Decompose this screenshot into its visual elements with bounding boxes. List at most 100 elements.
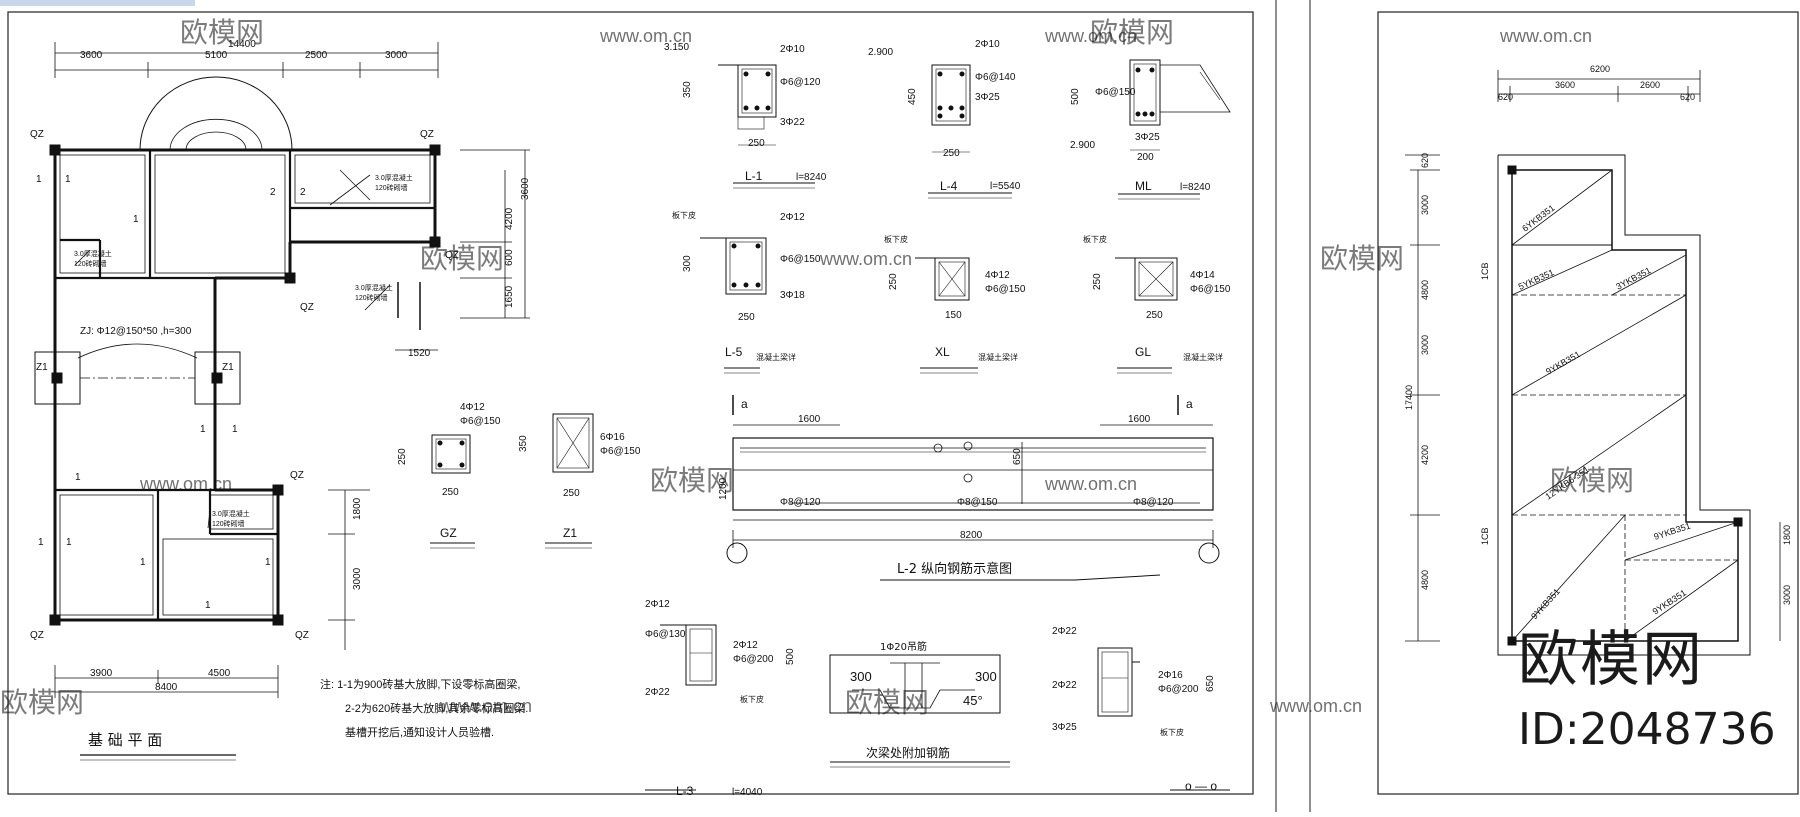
stirrup: Φ8@150 [957,497,998,508]
dim-seg: 3000 [1420,195,1430,215]
beam-name: o — o [1185,779,1217,793]
dim-tag: 3000 [1782,585,1792,605]
dim-label: 300 [682,255,693,272]
beam-name: L-5 [725,345,743,359]
detail-left: 300 [850,669,872,684]
mark: 1 [133,214,139,225]
mark: 1 [205,600,211,611]
elev-label: 2.900 [868,47,893,58]
dim-label: 250 [397,448,408,465]
dim-label: 1200 [718,477,729,500]
bar-label: 6Φ16 [600,432,625,443]
bar-label: 2Φ10 [975,39,1000,50]
z1-label: Z1 [36,362,48,373]
svg-text:3.0厚混凝土: 3.0厚混凝土 [375,173,413,182]
foundation-plan [34,42,530,698]
dim-label: 200 [1137,152,1154,163]
dim-label: 8200 [960,530,983,541]
mark: 1 [65,174,71,185]
dim-seg: 4200 [1420,445,1430,465]
qz-label: QZ [290,470,304,481]
bar-label: Φ6@150 [1095,87,1136,98]
dim-label: 1600 [1128,414,1151,425]
bar-label: Φ6@150 [1190,284,1231,295]
bar-label: 3Φ25 [975,92,1000,103]
elev-label: 3.150 [664,42,689,53]
dim-seg: 4500 [208,668,231,679]
elev-label: 2.900 [1070,140,1095,151]
dim-seg: 4800 [1420,570,1430,590]
beam-name: GZ [440,526,457,540]
note: 板下皮 [1160,727,1184,737]
bar-label: Φ6@120 [780,77,821,88]
svg-text:欧模网: 欧模网 [1320,243,1404,274]
mark: 1 [232,424,238,435]
dim-label: 350 [682,81,693,98]
bar-label: 4Φ12 [985,270,1010,281]
beam-name: L-3 [676,784,694,798]
svg-text:120砖砌墙: 120砖砌墙 [375,183,408,192]
bar-label: Φ6@150 [780,254,821,265]
beam-span: l=5540 [990,181,1021,192]
dim-right: 1800 [352,497,363,520]
dim-tag: 1520 [408,348,431,359]
watermark-site: www.om.cn [1044,474,1137,494]
zj-note: ZJ: Φ12@150*50 ,h=300 [80,326,192,337]
beam-name: L-1 [745,169,763,183]
watermark-site: www.om.cn [1269,696,1362,716]
svg-text:3.0厚混凝土: 3.0厚混凝土 [74,249,112,258]
note: 混凝土梁详 [1183,352,1223,362]
beam-span: l=4040 [732,787,763,798]
plan-title: 基 础 平 面 [88,731,162,749]
dim-seg: 3000 [1420,335,1430,355]
qz-label: QZ [295,630,309,641]
dim-right: 4200 [504,207,515,230]
plan-small-notes: 3.0厚混凝土 120砖砌墙 3.0厚混凝土 120砖砌墙 3.0厚混凝土 1 2… [74,173,413,528]
mark: 2 [300,187,306,198]
detail-bars: 1Φ20吊筋 [880,640,927,653]
dim-tag: 620 [1420,153,1430,168]
svg-text:欧模网: 欧模网 [0,687,84,718]
dim-seg: 2500 [305,50,328,61]
bar-label: 2Φ12 [733,640,758,651]
watermark-brand: 欧模网 [1518,625,1704,695]
mark: 1 [66,537,72,548]
mark: 1 [75,472,81,483]
note-line: 2-2为620砖基大放脚,其余零标高圈梁. [345,701,528,715]
plan-title-block: 基 础 平 面 [80,731,236,761]
dim-total: 17400 [1404,385,1414,410]
bar-label: 4Φ12 [460,402,485,413]
watermark-brand-faint: 欧模网 欧模网 欧模网 欧模网 欧模网 欧模网 欧模网 欧模网 [0,17,1634,718]
svg-text:欧模网: 欧模网 [650,465,734,496]
dim-label: 250 [888,273,899,290]
bar-label: 2Φ12 [780,212,805,223]
bar-label: 2Φ12 [645,599,670,610]
stirrup: Φ8@120 [780,497,821,508]
bar-label: 2Φ22 [645,687,670,698]
svg-text:欧模网: 欧模网 [845,687,929,718]
bar-label: 3Φ22 [780,117,805,128]
note: 混凝土梁详 [756,352,796,362]
watermark-site: www.om.cn [439,696,532,716]
l2-title: L-2 纵向钢筋示意图 [897,561,1012,577]
sheet-frame-left [7,11,1254,795]
dim-edge: 620 [1680,92,1695,102]
watermark-site: www.om.cn [1044,26,1137,46]
note: 板下皮 [672,210,696,220]
bar-label: Φ6@140 [975,72,1016,83]
beam-name: Z1 [563,526,577,540]
beam-sections [430,59,1231,791]
svg-text:120砖砌墙: 120砖砌墙 [212,519,245,528]
mark: 2 [270,187,276,198]
dim-label: 450 [907,88,918,105]
note: 板下皮 [884,234,908,244]
bar-label: 3Φ25 [1135,132,1160,143]
bar-label: 2Φ10 [780,44,805,55]
svg-text:3.0厚混凝土: 3.0厚混凝土 [355,283,393,292]
mark: 1 [140,557,146,568]
sheet-frame-right [1377,11,1799,795]
foundation-plan-labels: 3600 5100 2500 3000 14400 3900 4500 8400… [30,39,531,693]
beam-name: ML [1135,179,1152,193]
dim-label: 250 [1146,310,1163,321]
dim-right: 600 [504,249,515,266]
